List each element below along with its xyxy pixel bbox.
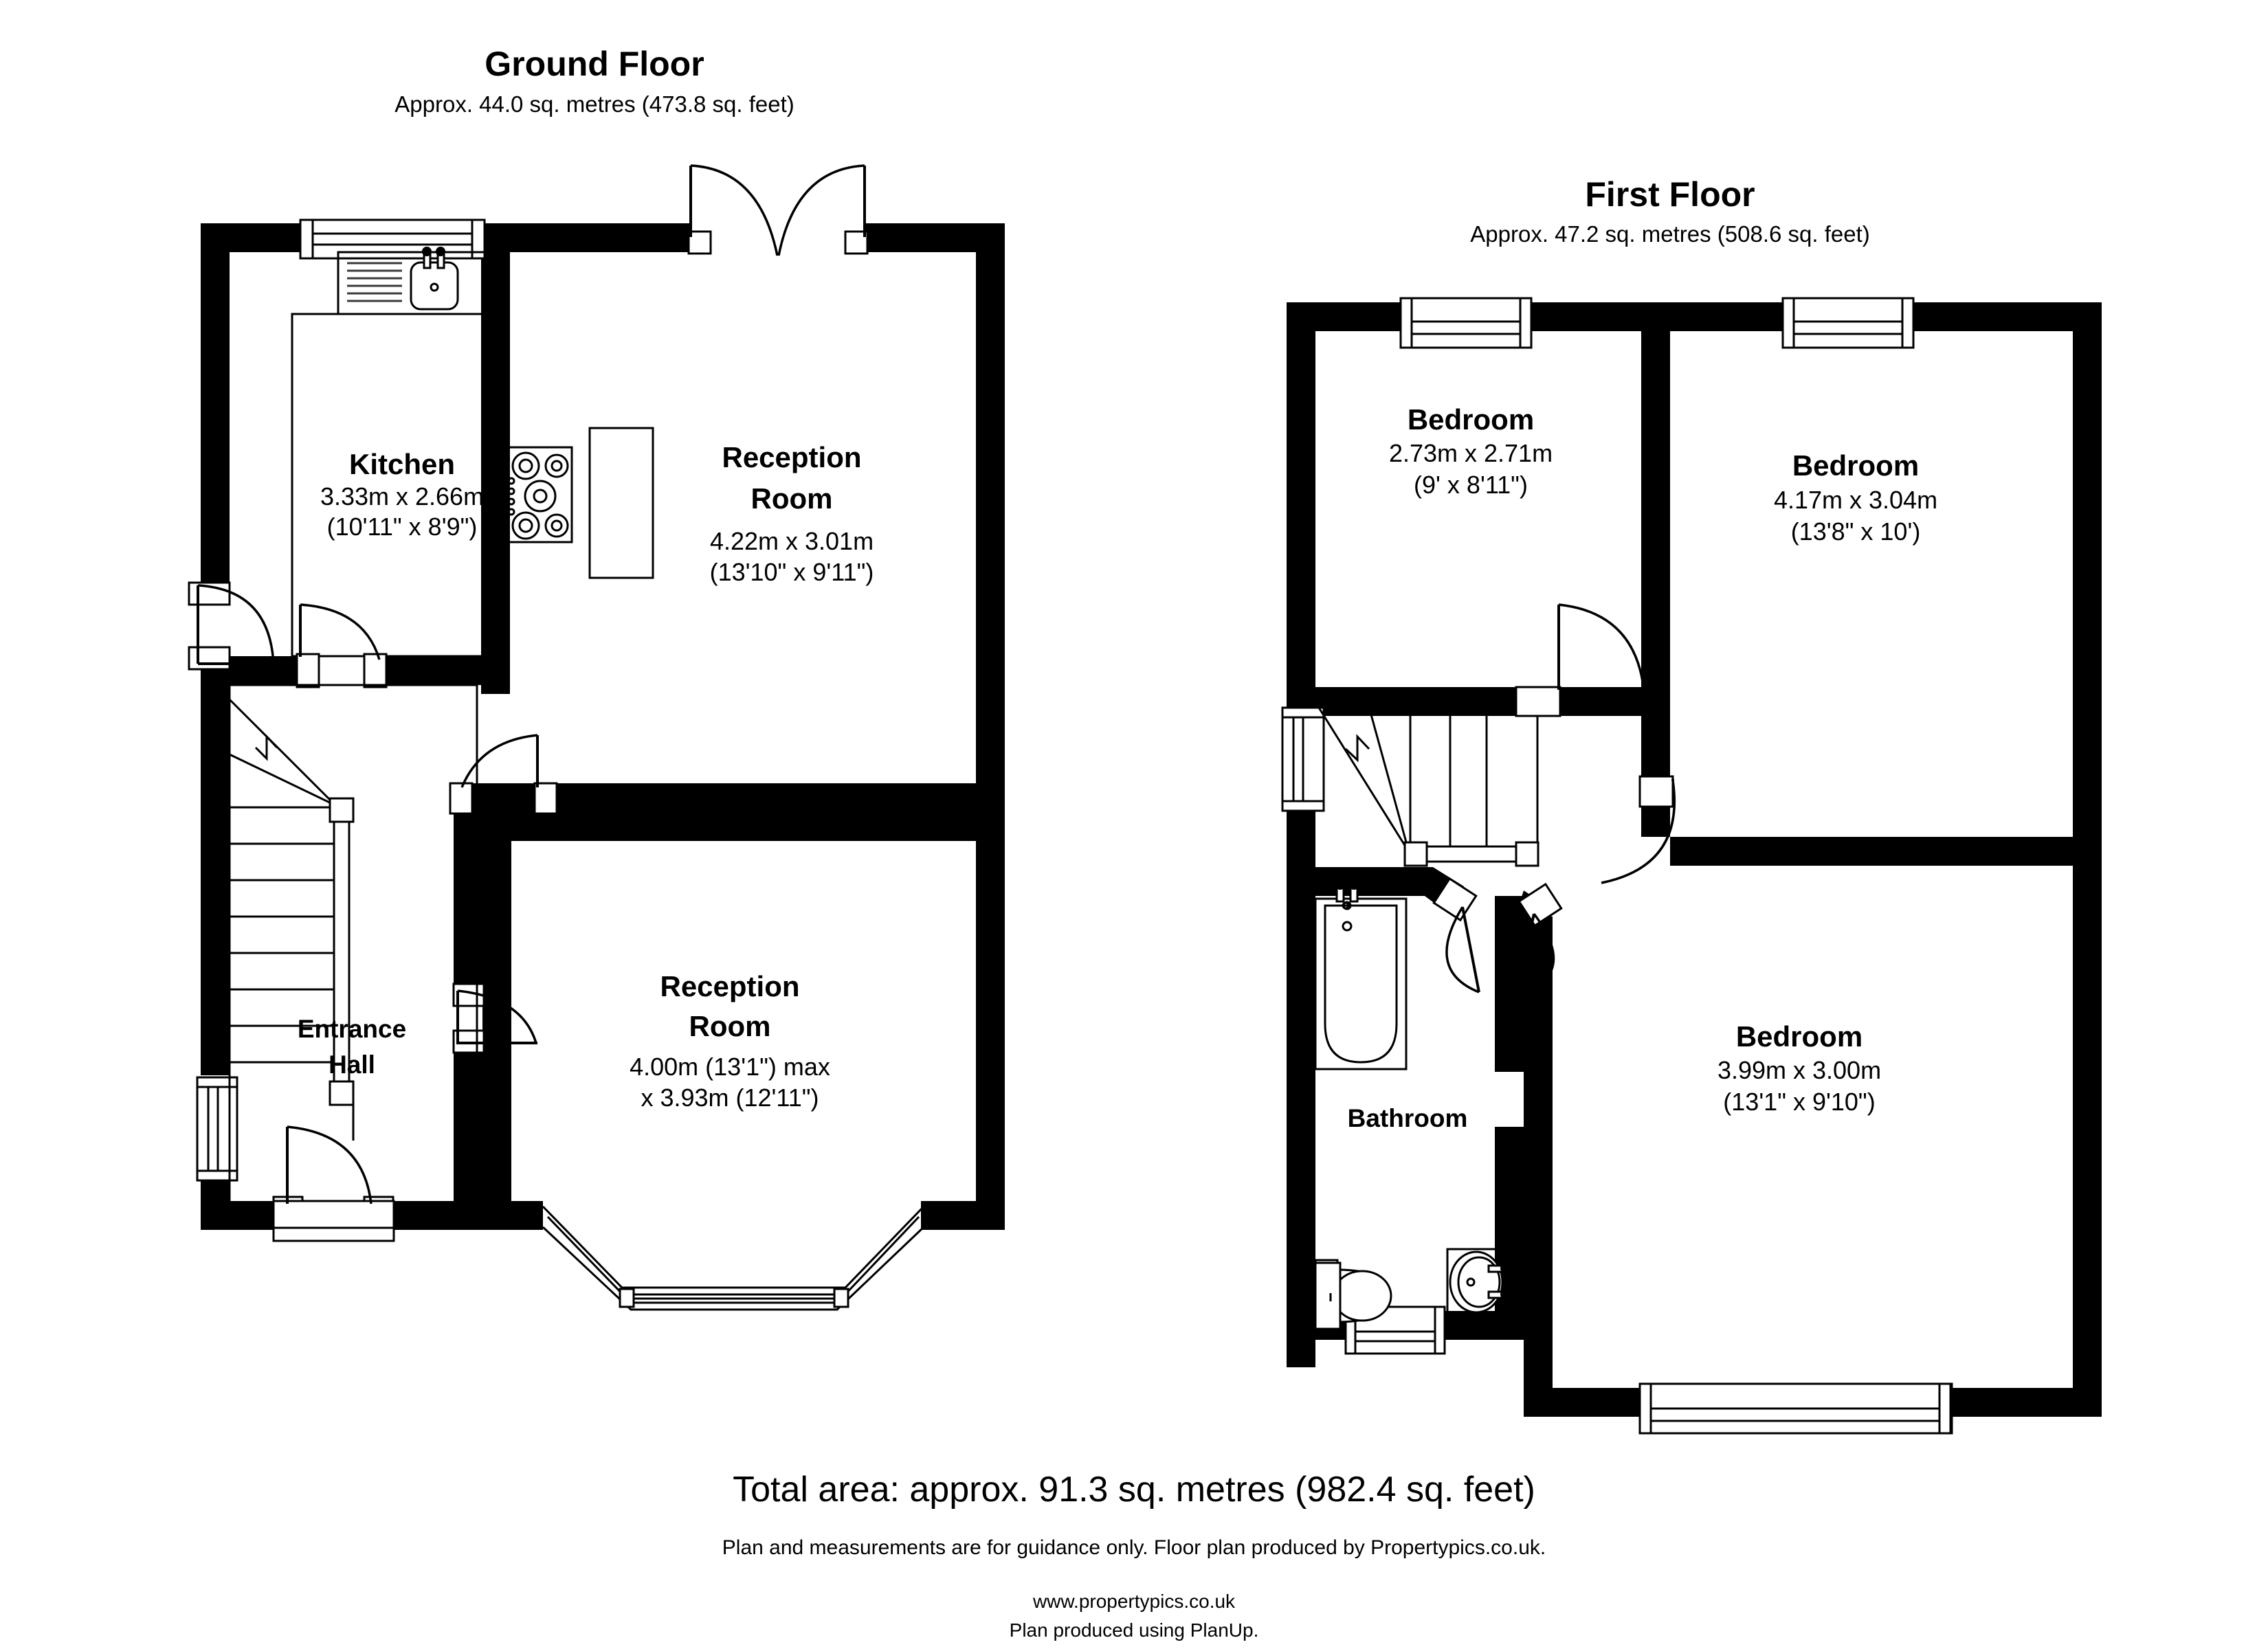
bathroom-label: Bathroom (1348, 1104, 1468, 1132)
bathroom-door[interactable] (1432, 877, 1480, 994)
ground-floor-plan (188, 164, 1005, 1311)
staircase-first (1314, 701, 1539, 867)
reception-2-door[interactable] (452, 983, 537, 1054)
first-floor-area: Approx. 47.2 sq. metres (508.6 sq. feet) (1470, 221, 1869, 247)
disclaimer-text: Plan and measurements are for guidance o… (722, 1536, 1546, 1559)
bedroom-2-door[interactable] (1601, 775, 1676, 884)
bedroom-3-door[interactable] (1515, 882, 1563, 998)
kitchen-door-bottom[interactable] (296, 603, 388, 688)
landing-window (1281, 706, 1325, 812)
reception-2-dim-imperial: x 3.93m (12'11") (641, 1084, 819, 1112)
bathroom-basin (1446, 1248, 1510, 1318)
bedroom-2-label: Bedroom (1792, 449, 1919, 482)
reception-1-dim-metric: 4.22m x 3.01m (710, 527, 874, 555)
reception-2-dim-metric: 4.00m (13'1") max (630, 1053, 830, 1081)
entrance-hall-window (196, 1076, 238, 1182)
reception-2-label-line2: Room (689, 1010, 771, 1042)
kitchen-label: Kitchen (349, 448, 455, 480)
bathroom-bath (1314, 880, 1408, 1070)
bedroom-2-window (1781, 297, 1915, 349)
reception-1-dim-imperial: (13'10" x 9'11") (710, 558, 874, 586)
bedroom-2-dim-metric: 4.17m x 3.04m (1774, 486, 1937, 514)
reception-1-door[interactable] (449, 734, 558, 815)
kitchen-door-left[interactable] (188, 581, 275, 671)
first-floor-walls (1287, 302, 2102, 1417)
reception-2-bay-window (542, 1205, 925, 1311)
website-text: www.propertypics.co.uk (1032, 1591, 1236, 1612)
ground-floor-labels: Kitchen 3.33m x 2.66m (10'11" x 8'9") Re… (298, 441, 874, 1112)
footer: Total area: approx. 91.3 sq. metres (982… (722, 1470, 1546, 1641)
first-floor-labels: Bedroom 2.73m x 2.71m (9' x 8'11") Bedro… (1348, 403, 1937, 1132)
bedroom-1-window (1399, 297, 1533, 349)
kitchen-appliance (588, 427, 654, 579)
kitchen-worktop (291, 313, 494, 658)
bedroom-3-window (1638, 1382, 1953, 1435)
bedroom-1-label: Bedroom (1408, 403, 1534, 436)
bedroom-1-dim-metric: 2.73m x 2.71m (1389, 439, 1553, 467)
kitchen-hob (505, 446, 573, 543)
ground-floor-title: Ground Floor (485, 45, 704, 83)
first-floor-plan (1281, 297, 2102, 1435)
bedroom-1-door[interactable] (1515, 603, 1645, 717)
bedroom-1-dim-imperial: (9' x 8'11") (1414, 471, 1528, 499)
staircase-ground (228, 684, 478, 1229)
kitchen-dim-metric: 3.33m x 2.66m (320, 482, 484, 511)
entrance-hall-label-line1: Entrance (298, 1015, 406, 1043)
reception-2-label-line1: Reception (660, 970, 799, 1002)
bedroom-2-dim-imperial: (13'8" x 10') (1791, 517, 1921, 546)
ground-floor-area: Approx. 44.0 sq. metres (473.8 sq. feet) (394, 91, 794, 117)
producer-text: Plan produced using PlanUp. (1010, 1619, 1259, 1641)
bedroom-3-dim-imperial: (13'1" x 9'10") (1723, 1088, 1875, 1116)
french-doors-reception-1[interactable] (687, 164, 869, 256)
kitchen-dim-imperial: (10'11" x 8'9") (327, 513, 478, 541)
bedroom-3-dim-metric: 3.99m x 3.00m (1717, 1056, 1881, 1084)
bedroom-3-label: Bedroom (1736, 1020, 1863, 1053)
reception-1-label-line2: Room (751, 482, 833, 515)
reception-1-label-line1: Reception (722, 441, 861, 473)
bathroom-toilet (1314, 1259, 1392, 1330)
total-area-text: Total area: approx. 91.3 sq. metres (982… (733, 1470, 1535, 1510)
kitchen-sink-unit (337, 247, 494, 315)
entrance-hall-label-line2: Hall (329, 1051, 375, 1079)
first-floor-title: First Floor (1585, 175, 1755, 214)
entrance-front-door[interactable] (272, 1125, 395, 1242)
ground-floor-walls (201, 223, 1005, 1230)
